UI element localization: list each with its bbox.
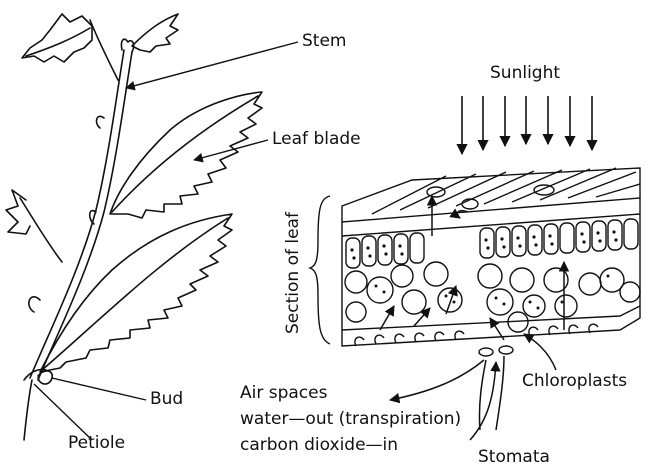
upper-branch [90,20,118,80]
stoma-right [499,346,513,354]
air-spaces-label: Air spaces [240,384,327,404]
stoma-left [479,348,493,356]
leaf-blade-leader [194,140,268,160]
sunlight-arrows [462,96,592,154]
bud-label: Bud [150,390,183,410]
spongy-arrow-3 [446,286,456,314]
left-leader-lines [34,42,298,440]
stem-leader [126,42,298,88]
lower-stem [24,380,32,440]
left-branch [20,198,62,262]
palisade-layer [346,219,638,268]
chloroplast-pointer [524,334,556,370]
upper-left-leaf [22,14,92,62]
main-stem-edge [38,52,132,380]
branch-illustration [6,14,262,440]
stomata-leader-1 [479,360,486,430]
stomata-label: Stomata [478,448,550,468]
lower-leaf-midrib [42,218,228,370]
petiole-label: Petiole [68,434,125,454]
sunlight-label: Sunlight [490,64,560,84]
base-bud [38,371,52,384]
leaf-blade-midrib [112,96,258,212]
lower-leaf-outline [40,214,232,372]
chloroplasts-label: Chloroplasts [522,372,627,392]
stem-label: Stem [302,32,346,52]
stomata-leader-2 [496,356,504,430]
leaf-cross-section [310,168,640,356]
carbon-dioxide-in-label: carbon dioxide—in [240,436,398,456]
spongy-arrow-1 [380,306,394,330]
front-face [342,198,640,346]
section-bracket [310,196,330,344]
petiole-leader [34,384,92,440]
leaf-blade-outline [110,92,262,218]
section-of-leaf-label: Section of leaf [284,212,304,334]
lower-left-bud [29,297,40,312]
upper-left-leaf-midrib [26,28,90,56]
section-arrows [380,196,564,440]
top-right-leaf [132,14,178,52]
bud-leader [52,378,146,400]
side-bud-upper [97,116,104,128]
water-out-label: water—out (transpiration) [240,410,461,430]
upper-epidermis [342,214,640,236]
air-spaces-arrow [390,360,484,400]
leaf-blade-label: Leaf blade [272,130,361,150]
left-leaf-fragment [6,190,30,234]
